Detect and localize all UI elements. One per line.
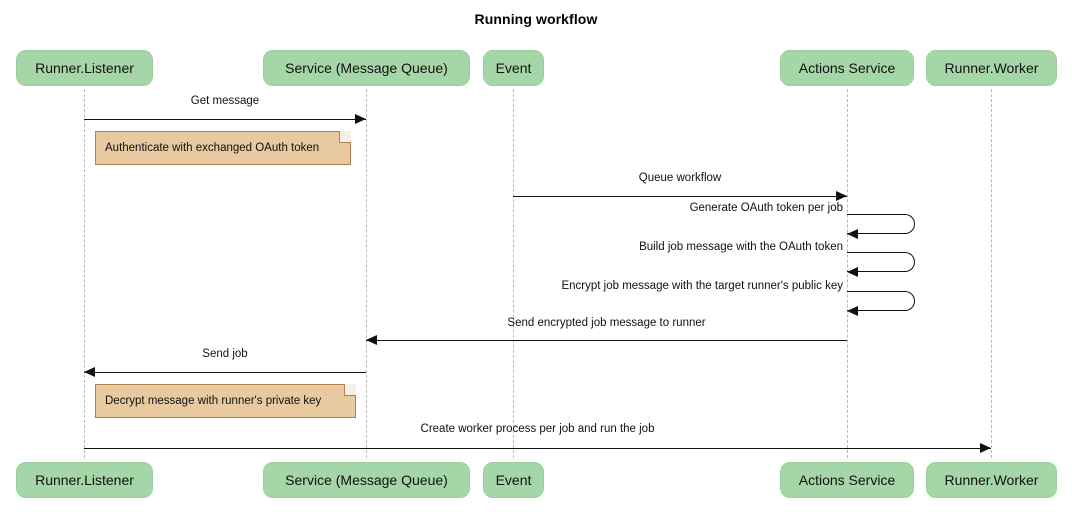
self-message-build-job-message-with-oauth-token — [847, 252, 915, 272]
participant-label: Service (Message Queue) — [285, 472, 448, 488]
self-message-encrypt-job-message-public-key — [847, 291, 915, 311]
arrowhead-right-get-message — [355, 114, 366, 125]
note-fold-corner-icon — [339, 131, 351, 143]
lifeline-runner-worker — [991, 89, 992, 458]
note-decrypt: Decrypt message with runner's private ke… — [95, 384, 356, 418]
lifeline-event — [513, 89, 514, 458]
participant-service-message-queue-bottom[interactable]: Service (Message Queue) — [263, 462, 470, 498]
participant-label: Runner.Listener — [35, 472, 134, 488]
arrowhead-left-encrypt-job-message-public-key — [847, 305, 858, 316]
page-title: Running workflow — [474, 11, 598, 27]
participant-label: Event — [495, 472, 532, 488]
arrowhead-left-build-job-message-with-oauth-token — [847, 266, 858, 277]
arrowhead-left-generate-oauth-token-per-job — [847, 228, 858, 239]
lifeline-runner-listener — [84, 89, 85, 458]
participant-event-bottom[interactable]: Event — [483, 462, 544, 498]
participant-service-message-queue-top[interactable]: Service (Message Queue) — [263, 50, 470, 86]
arrowhead-left-send-job — [84, 367, 95, 378]
participant-label: Event — [495, 60, 532, 76]
message-line-get-message — [84, 119, 366, 120]
arrowhead-right-queue-workflow — [836, 191, 847, 202]
message-label-send-encrypted-job-message-to-runner: Send encrypted job message to runner — [507, 317, 706, 329]
participant-label: Runner.Worker — [944, 472, 1039, 488]
arrowhead-right-create-worker-process — [980, 443, 991, 454]
message-label-build-job-message-with-oauth-token: Build job message with the OAuth token — [639, 241, 843, 253]
message-line-send-encrypted-job-message-to-runner — [366, 340, 847, 341]
message-label-generate-oauth-token-per-job: Generate OAuth token per job — [689, 202, 843, 214]
participant-label: Runner.Listener — [35, 60, 134, 76]
participant-runner-worker-bottom[interactable]: Runner.Worker — [926, 462, 1057, 498]
arrowhead-left-send-encrypted-job-message-to-runner — [366, 335, 377, 346]
participant-label: Runner.Worker — [944, 60, 1039, 76]
participant-label: Actions Service — [798, 60, 896, 76]
note-authenticate: Authenticate with exchanged OAuth token — [95, 131, 351, 165]
message-line-create-worker-process — [84, 448, 991, 449]
message-line-send-job — [84, 372, 366, 373]
participant-label: Actions Service — [798, 472, 896, 488]
participant-actions-service-bottom[interactable]: Actions Service — [780, 462, 914, 498]
message-line-queue-workflow — [513, 196, 847, 197]
note-fold-corner-icon — [344, 384, 356, 396]
participant-label: Service (Message Queue) — [285, 60, 448, 76]
participant-runner-listener-top[interactable]: Runner.Listener — [16, 50, 153, 86]
message-label-encrypt-job-message-public-key: Encrypt job message with the target runn… — [561, 280, 843, 292]
participant-event-top[interactable]: Event — [483, 50, 544, 86]
lifeline-service-message-queue — [366, 89, 367, 458]
message-label-send-job: Send job — [202, 348, 248, 360]
message-label-create-worker-process: Create worker process per job and run th… — [420, 423, 655, 435]
note-label: Authenticate with exchanged OAuth token — [105, 142, 320, 154]
message-label-get-message: Get message — [190, 95, 260, 107]
participant-runner-listener-bottom[interactable]: Runner.Listener — [16, 462, 153, 498]
note-label: Decrypt message with runner's private ke… — [105, 395, 322, 407]
message-label-queue-workflow: Queue workflow — [638, 172, 722, 184]
self-message-generate-oauth-token-per-job — [847, 214, 915, 234]
participant-actions-service-top[interactable]: Actions Service — [780, 50, 914, 86]
participant-runner-worker-top[interactable]: Runner.Worker — [926, 50, 1057, 86]
